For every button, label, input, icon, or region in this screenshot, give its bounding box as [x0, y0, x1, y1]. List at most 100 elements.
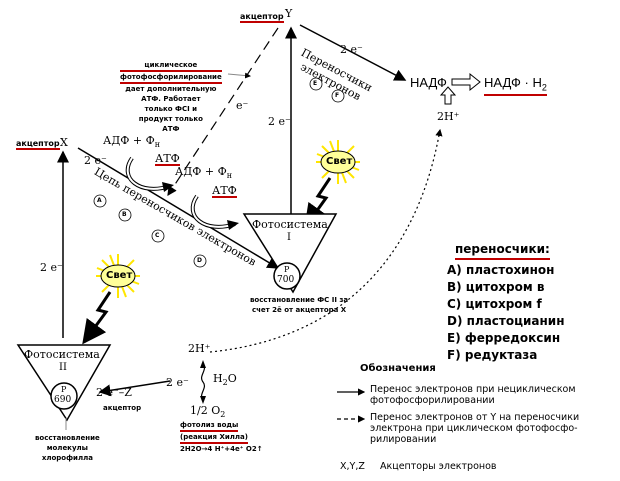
ps2-p-label: P [61, 385, 67, 394]
ps1-number: I [287, 232, 291, 243]
ps1-p700: 700 [277, 275, 295, 285]
legend-dashed-1: Перенос электронов от Y на переносчики [370, 412, 580, 423]
cyclic-note-title-2: фотофосфорилирование [120, 72, 222, 84]
light-label-2: Свет [106, 270, 133, 281]
e-label-dashed: e⁻ [236, 99, 249, 112]
water-proton-label: 2H⁺ [188, 342, 211, 355]
cyclic-note-line-4: продукт только [138, 115, 203, 123]
water-o: O [227, 372, 237, 385]
ps2-restore-text: восстановление молекулы хлорофилла [35, 433, 100, 463]
e-label-ps1: 2 e⁻ [268, 115, 291, 128]
acceptor-x-label: акцептор [16, 139, 60, 150]
carriers-item-a: A) пластохинон [447, 263, 555, 277]
note-pointer [227, 72, 251, 79]
water-sub: 2 [222, 378, 228, 388]
photolysis-eq: 2H2O→4 H⁺+4e⁺ O2↑ [180, 445, 263, 453]
ps2-restore-3: хлорофилла [41, 454, 93, 462]
nadph-text: НАДФ · Н [484, 75, 542, 90]
cyclic-note: циклическое фотофосфорилирование дает до… [120, 60, 222, 134]
legend-solid-1: Перенос электронов при нециклическом [370, 384, 576, 395]
e-label-y-nadp: 2 e⁻ [340, 43, 363, 56]
e-label-x: 2 e⁻ [84, 154, 107, 167]
ps1-triangle [242, 213, 338, 294]
atp-cycle-arc-2-inner [191, 195, 236, 228]
legend-dashed-text: Перенос электронов от Y на переносчики э… [370, 412, 579, 445]
lightning-1 [304, 177, 332, 229]
circle-label-e: E [313, 80, 318, 87]
cyclic-note-line-5: АТФ [162, 125, 180, 133]
sun-icon-2 [96, 254, 140, 298]
carriers-list-title: переносчики: [455, 241, 550, 260]
lightning-2 [82, 291, 112, 345]
water-split-arrow [200, 363, 206, 401]
legend-solid-text: Перенос электронов при нециклическом фот… [370, 384, 576, 406]
e-label-water: 2 e⁻ [166, 376, 189, 389]
legend-xyz-symbol: X,Y,Z [340, 461, 365, 472]
photolysis-sub: (реакция Хилла) [180, 432, 248, 444]
oxygen-label: 1/2 O2 [190, 405, 225, 419]
acceptor-y-symbol: Y [285, 7, 293, 20]
cyclic-note-line-1: дает дополнительную [125, 85, 217, 93]
photolysis-title: фотолиз воды [180, 420, 239, 432]
ps1-p-label: P [284, 265, 290, 274]
ps1-restore-text: восстановление ФС II за счет 2ē от акцеп… [250, 295, 348, 315]
ps2-restore-2: молекулы [46, 444, 88, 452]
nadp-proton-label: 2H⁺ [437, 110, 460, 123]
adp-label-2: АДФ + Фн [175, 166, 232, 180]
carriers-item-d: D) пластоцианин [447, 314, 565, 328]
adp-label-1: АДФ + Фн [103, 135, 160, 149]
carriers-item-f: F) редуктаза [447, 348, 538, 362]
legend-title: Обозначения [360, 363, 436, 374]
acceptor-x-symbol: X [60, 136, 68, 149]
circle-label-c: C [155, 232, 160, 239]
ps1-restore-1: восстановление ФС II за [250, 296, 349, 304]
carriers-item-b: B) цитохром в [447, 280, 545, 294]
adp-sub-2: н [226, 171, 233, 181]
atp-cycle-arc-1-inner [126, 157, 171, 190]
legend-dashed-2: электрона при циклическом фотофосфо- [370, 423, 578, 434]
adp-text-1: АДФ + Ф [103, 134, 155, 147]
cyclic-dashed-arrow [167, 27, 279, 197]
circle-label-d: D [197, 257, 202, 264]
water-to-ps2-arrow [98, 380, 171, 397]
sun-icon-1 [316, 140, 360, 184]
water-h: H [213, 372, 223, 385]
adp-sub-1: н [154, 140, 161, 150]
carriers-item-c: C) цитохром f [447, 297, 542, 311]
e-label-ps2: 2 e⁻ [40, 261, 63, 274]
carriers-list: переносчики: A) пластохинон B) цитохром … [447, 241, 565, 364]
legend-solid-2: фотофосфорилировании [370, 395, 495, 406]
legend-dashed-3: рилировании [370, 434, 437, 445]
y-to-nadp-arrow [299, 24, 407, 81]
ps2-title: Фотосистема [24, 348, 100, 361]
cyclic-note-line-3: только ФСI и [144, 105, 198, 113]
ps2-acceptor-label: акцептор [103, 404, 142, 412]
proton-dotted-path [209, 128, 443, 353]
nadp-label: НАДФ [410, 75, 447, 90]
nadp-reduction-arrow [451, 72, 481, 92]
e-label-z: 2 e⁻–Z [96, 386, 132, 399]
circle-label-a: A [97, 197, 102, 204]
water-label: H2O [213, 373, 237, 387]
ps2-restore-1: восстановление [35, 434, 100, 442]
circle-label-f: F [335, 92, 340, 99]
cyclic-note-line-2: АТФ. Работает [141, 95, 201, 103]
nadph-sub: 2 [541, 82, 547, 93]
oxygen-text: 1/2 O [190, 404, 221, 417]
ps2-number: II [59, 362, 67, 373]
proton-up-arrow [439, 86, 457, 105]
adp-text-2: АДФ + Ф [175, 165, 227, 178]
oxygen-sub: 2 [220, 410, 226, 420]
light-label-1: Свет [326, 156, 353, 167]
cyclic-note-title-1: циклическое [120, 60, 222, 72]
ps2-p690-circle [50, 382, 78, 410]
photolysis-text: фотолиз воды (реакция Хилла) 2H2O→4 H⁺+4… [180, 420, 263, 454]
chain-circles [93, 77, 345, 268]
electron-chain-arrow [77, 147, 280, 269]
ps1-p700-circle [273, 262, 301, 290]
atp-label-1: АТФ [155, 152, 180, 166]
ps2-p690: 690 [54, 395, 72, 405]
legend-xyz-text: Акцепторы электронов [380, 461, 497, 472]
